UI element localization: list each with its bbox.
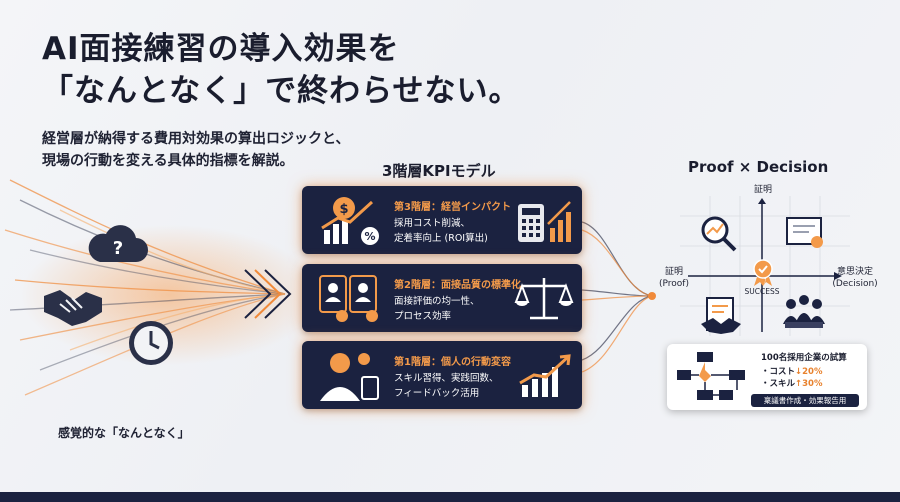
proof-left-label: 証明 (Proof) (646, 266, 702, 290)
page-subtitle: 経営層が納得する費用対効果の算出ロジックと、 現場の行動を変える具体的指標を解説… (42, 128, 349, 172)
kpi-card-level-1: 第1階層：個人の行動変容 スキル習得、実践回数、 フィードバック活用 (302, 341, 582, 409)
proof-right-label: 意思決定 (Decision) (822, 266, 888, 290)
calculator-chart-icon (518, 201, 571, 242)
proof-left-label-sub: (Proof) (659, 279, 689, 289)
clock-icon (129, 321, 173, 365)
kpi-card-title: 第3階層：経営インパクト (394, 202, 511, 213)
kpi-card-title: 第2階層：面接品質の標準化 (394, 280, 521, 291)
title-line-2: 「なんとなく」で終わらせない。 (42, 73, 521, 109)
person-idea-icon (320, 353, 379, 401)
kpi-card-text: スキル習得、実践回数、 フィードバック活用 (394, 373, 499, 399)
kpi-card-text: 面接評価の均一性、 プロセス効率 (394, 296, 480, 322)
kpi-card-text: 採用コスト削減、 定着率向上 (ROI算出) (394, 218, 488, 244)
footer-bar (0, 492, 900, 502)
growth-chart-icon (519, 354, 571, 397)
svg-text:%: % (364, 230, 375, 243)
id-cards-icon (319, 275, 378, 322)
proof-left-label-text: 証明 (664, 267, 683, 277)
kpi-card-title: 第1階層：個人の行動変容 (394, 357, 511, 368)
proof-top-label: 証明 (753, 185, 772, 195)
certificate-icon (786, 217, 823, 248)
cost-label: ・コスト (761, 367, 796, 377)
left-caption: 感覚的な「なんとなく」 (58, 426, 190, 440)
svg-text:$: $ (339, 202, 348, 217)
cost-row: ・コスト↓20% (761, 365, 822, 377)
handshake-icon (44, 290, 102, 326)
report-button[interactable]: 稟議書作成・効果報告用 (751, 394, 859, 407)
kpi-model-heading: 3階層KPIモデル (382, 162, 496, 180)
document-handshake-icon (701, 297, 741, 334)
estimate-box: 100名採用企業の試算 ・コスト↓20% ・スキル↑30% 稟議書作成・効果報告… (667, 344, 867, 410)
proof-right-label-text: 意思決定 (836, 267, 873, 277)
svg-text:?: ? (113, 238, 123, 259)
team-meeting-icon (783, 295, 825, 328)
proof-decision-heading: Proof × Decision (688, 158, 829, 176)
magnifier-chart-icon (701, 216, 737, 252)
success-medal-icon (753, 259, 773, 286)
money-growth-icon: $ % (321, 197, 379, 245)
skill-label: ・スキル (761, 379, 796, 389)
estimate-title: 100名採用企業の試算 (761, 353, 847, 363)
subtitle-line-1: 経営層が納得する費用対効果の算出ロジックと、 (42, 131, 350, 147)
title-line-1: AI面接練習の導入効果を (42, 31, 400, 67)
skill-row: ・スキル↑30% (761, 377, 822, 389)
cost-value: ↓20% (795, 367, 823, 377)
scale-icon (514, 278, 574, 320)
subtitle-line-2: 現場の行動を変える具体的指標を解説。 (42, 153, 294, 169)
kpi-card-level-2: 第2階層：面接品質の標準化 面接評価の均一性、 プロセス効率 (302, 264, 582, 332)
process-flow-icon (677, 352, 745, 400)
kpi-card-level-3: $ % 第3階層：経営インパクト 採用コスト削減、 定着率向上 (ROI算出) (302, 186, 582, 254)
proof-right-label-sub: (Decision) (832, 279, 878, 289)
success-label: SUCCESS (744, 287, 780, 296)
page-title: AI面接練習の導入効果を 「なんとなく」で終わらせない。 (42, 28, 520, 112)
skill-value: ↑30% (795, 379, 823, 389)
cloud-question-icon: ? (88, 225, 148, 262)
